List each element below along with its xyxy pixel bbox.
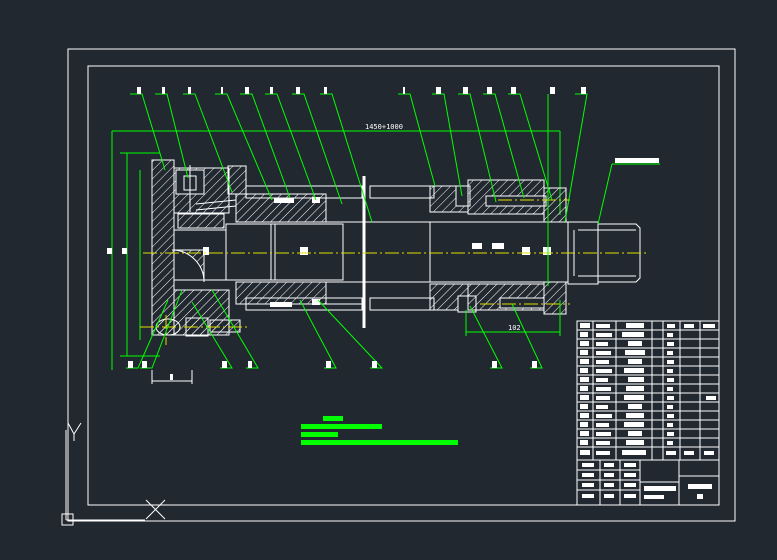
cylinder-body — [225, 176, 569, 328]
technical-notes — [301, 416, 458, 445]
section-markers — [203, 243, 551, 255]
title-block-cell-text — [580, 323, 716, 499]
dimension-stroke: 102 — [465, 300, 561, 336]
top-balloons — [137, 87, 586, 94]
rod-end-label — [615, 158, 659, 163]
outer-sheet-border — [67, 48, 736, 522]
dimension-stroke-text: 102 — [508, 324, 521, 332]
title-block — [576, 320, 720, 506]
bottom-balloons — [128, 361, 537, 368]
inner-sheet-border — [87, 65, 720, 506]
left-flange — [151, 159, 247, 337]
centerlines — [140, 199, 648, 345]
dimension-overall-text: 1450+1000 — [365, 123, 403, 131]
ucs-icon — [61, 422, 166, 526]
vertical-dimensions — [120, 152, 160, 357]
